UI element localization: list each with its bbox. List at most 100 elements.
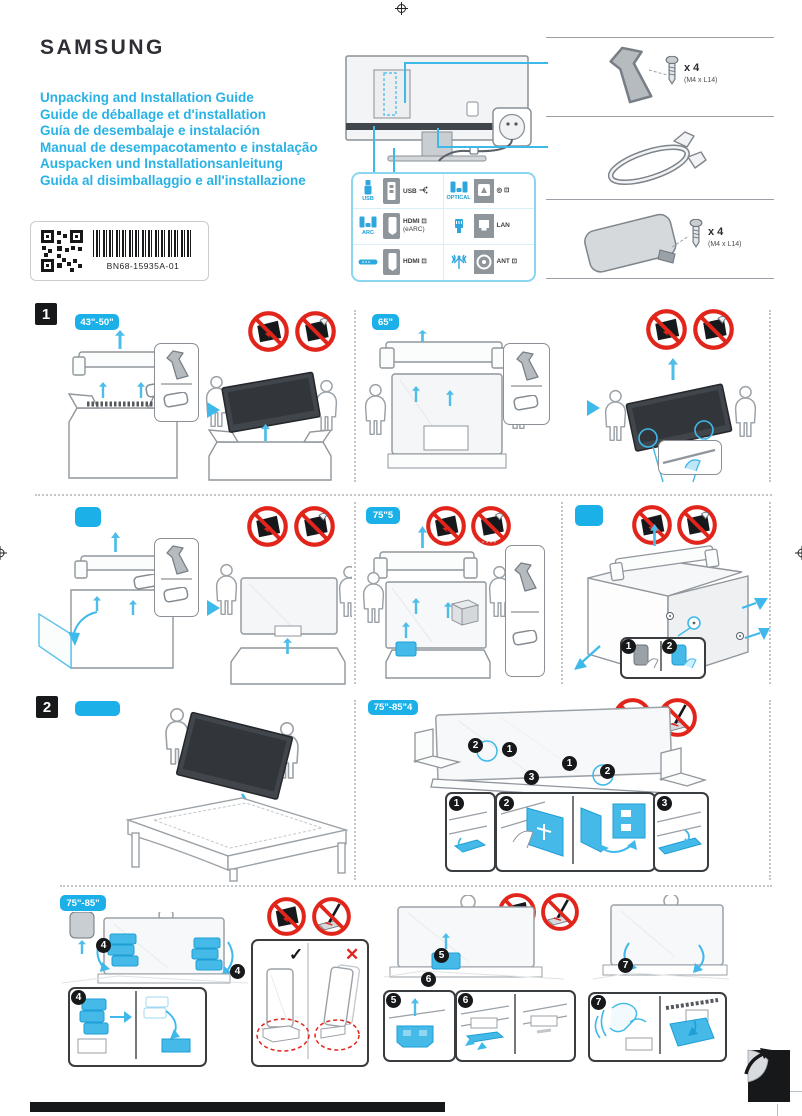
unboxing-65-illustration — [364, 330, 757, 483]
port-label: LAN — [496, 222, 510, 230]
divider — [35, 494, 772, 496]
step-marker: 5 — [434, 948, 449, 963]
step-marker: 3 — [657, 796, 672, 811]
title-it: Guida al disimballaggio e all'installazi… — [40, 172, 306, 188]
no-sharp-objects-icon — [311, 896, 352, 937]
title-list: Unpacking and Installation Guide Guide d… — [40, 90, 318, 190]
divider — [354, 700, 356, 880]
screw-qty: x 4 — [684, 62, 700, 74]
remove-side-foam-illustration — [61, 912, 249, 984]
parts-inset — [505, 545, 545, 677]
port-label: HDMI ⊡ — [403, 258, 427, 266]
title-pt: Manual de desempacotamento e instalação — [40, 139, 318, 155]
step-marker: 7 — [618, 958, 633, 973]
port-label: USB — [403, 186, 428, 196]
step-2-inset — [495, 792, 656, 872]
parts-inset — [154, 538, 199, 617]
port-row-usb: USB USB — [353, 174, 444, 210]
next-page-edge — [30, 1102, 445, 1112]
crop-mark — [790, 1091, 802, 1092]
part-number: BN68-15935A-01 — [106, 261, 180, 271]
barcode — [93, 230, 193, 257]
divider — [561, 502, 563, 684]
lan-port-icon — [473, 214, 494, 239]
callout-line — [404, 62, 548, 64]
lan-cable-icon — [447, 218, 471, 234]
title-es: Guía de desembalaje e instalación — [40, 123, 260, 139]
screw-qty: x 4 — [708, 226, 724, 238]
unfold-wrap-illustration — [592, 895, 730, 980]
screw-spec: (M4 x L14) — [708, 241, 742, 248]
divider — [769, 502, 771, 684]
device-label: OPTICAL — [446, 194, 471, 201]
size-badge — [575, 505, 603, 526]
port-row-hdmi-earc: ARC HDMI ⊡(eARC) — [353, 209, 444, 245]
step-marker: 1 — [621, 639, 636, 654]
part-cable-holder — [546, 116, 774, 199]
section-1-number: 1 — [35, 303, 57, 325]
registration-mark-icon — [0, 546, 7, 560]
step-marker: 5 — [386, 993, 401, 1008]
unboxing-43-50-illustration — [67, 330, 338, 481]
step-marker: 1 — [502, 742, 517, 757]
correct-incorrect-panel: ✓ ✕ — [251, 939, 369, 1067]
ant-port-icon — [473, 250, 494, 275]
hand-grip-inset — [658, 440, 722, 475]
step-marker: 4 — [96, 938, 111, 953]
hdmi-port-icon — [383, 249, 400, 276]
samsung-logo: SAMSUNG — [40, 36, 165, 59]
unboxing-75-illustration — [362, 526, 511, 679]
divider — [354, 310, 356, 482]
clip-steps-inset — [620, 637, 706, 679]
step-4-inset — [68, 987, 207, 1067]
step-marker: 2 — [662, 639, 677, 654]
part-stand-base: x 4 (M4 x L14) — [546, 199, 774, 279]
step-marker: 7 — [591, 995, 606, 1010]
callout-line — [437, 128, 439, 147]
usb-flash-drive-icon: USB — [356, 179, 380, 203]
callout-line — [437, 146, 548, 148]
port-row-ant: ANT ⊡ — [444, 245, 535, 280]
usb-symbol-icon — [419, 186, 428, 194]
screw-icon — [689, 218, 703, 248]
step-marker: 1 — [562, 756, 577, 771]
soundbar-icon — [356, 258, 380, 266]
size-badge: 75"-85" — [60, 895, 106, 911]
qr-code — [40, 229, 84, 273]
screw-spec: (M4 x L14) — [684, 77, 718, 84]
crop-mark — [777, 1104, 778, 1116]
optical-speakers-icon: OPTICAL — [446, 181, 471, 202]
page-turn-icon — [744, 1048, 790, 1102]
step-marker: 4 — [71, 990, 86, 1005]
callout-line — [404, 62, 406, 103]
next-step-arrow-icon — [207, 600, 220, 616]
parts-inset — [154, 343, 199, 422]
divider — [769, 310, 771, 482]
section-2-number: 2 — [36, 696, 58, 718]
cross-mark: ✕ — [345, 945, 360, 964]
step-6-inset — [455, 990, 576, 1062]
size-badge — [75, 507, 101, 527]
step-marker: 6 — [458, 993, 473, 1008]
antenna-icon — [447, 254, 471, 270]
size-badge: 65" — [372, 314, 399, 330]
callout-line — [373, 126, 375, 173]
included-parts-panel: x 4 (M4 x L14) x 4 (M4 — [546, 37, 774, 279]
screw-icon — [665, 55, 679, 85]
step-marker: 3 — [524, 770, 539, 785]
part-stand-neck: x 4 (M4 x L14) — [546, 37, 774, 116]
check-mark: ✓ — [289, 945, 304, 964]
tv-rear-diagram — [345, 55, 532, 162]
step-marker: 4 — [230, 964, 245, 979]
hdmi-port-icon — [383, 213, 400, 240]
step-marker: 1 — [449, 796, 464, 811]
divider — [354, 502, 356, 684]
step-marker: 2 — [499, 796, 514, 811]
stand-neck-illustration — [609, 46, 668, 104]
no-press-screen-icon — [266, 896, 307, 937]
port-row-lan: LAN — [443, 209, 534, 245]
tv-on-foam-illustration — [412, 706, 708, 795]
port-label: ANT ⊡ — [496, 258, 518, 266]
usb-port-icon — [383, 178, 400, 205]
